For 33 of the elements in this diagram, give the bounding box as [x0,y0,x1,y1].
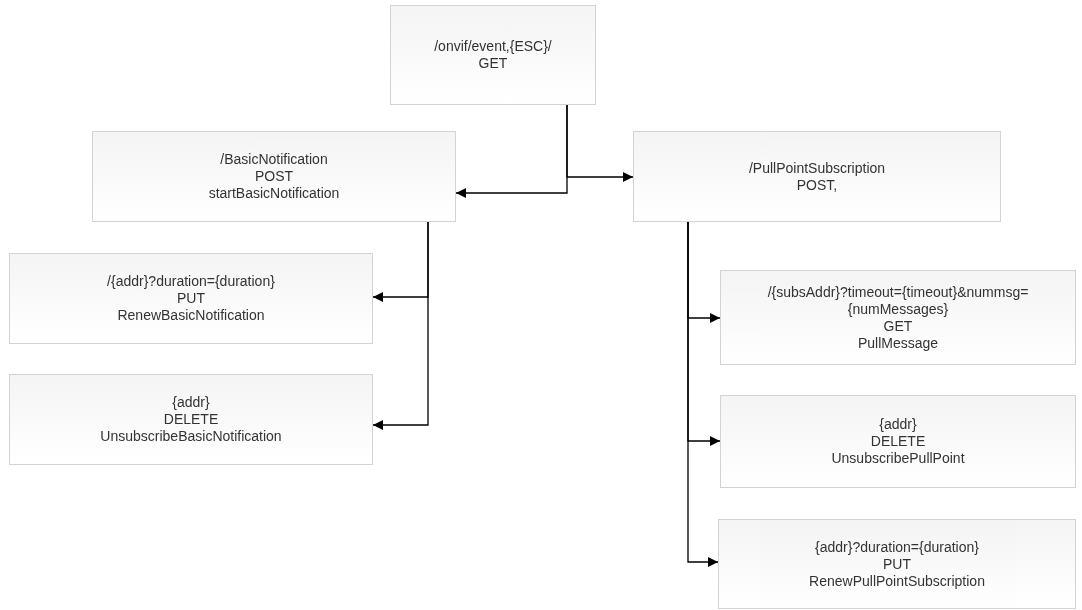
connector-arrow [372,221,429,430]
endpoint-box [633,131,1001,222]
endpoint-text: DELETE [163,411,219,428]
endpoint-text: GET [478,55,508,72]
endpoint-box [718,519,1076,609]
endpoint-text: DELETE [870,433,926,450]
endpoint-text: RenewBasicNotification [117,307,265,324]
endpoint-text: /{subsAddr}?timeout={timeout}&nummsg={numMessages} [766,283,1030,318]
endpoint-text: {addr}?duration={duration} [815,538,979,556]
endpoint-text: GET [883,317,913,335]
endpoint-box [9,253,373,344]
endpoint-text: /PullPointSubscription [748,159,886,177]
endpoint-text: /BasicNotification [220,151,328,168]
endpoint-text: PUT [177,290,205,307]
endpoint-text: startBasicNotification [208,185,340,202]
endpoint-text: RenewPullPointSubscription [809,572,985,590]
endpoint-box [390,5,596,105]
endpoint-box [720,270,1076,365]
endpoint-text: {addr} [879,416,917,433]
endpoint-box [9,374,373,465]
endpoint-text: POST, [796,176,838,194]
endpoint-text: /{addr}?duration={duration} [107,273,275,290]
endpoint-box [92,131,456,222]
endpoint-box [720,395,1076,488]
endpoint-text: PullMessage [857,334,939,352]
connector-arrow [687,221,719,567]
endpoint-text: {addr} [172,394,210,411]
endpoint-text: POST [254,168,294,185]
endpoint-text: PUT [883,555,911,573]
endpoint-text: UnsubscribePullPoint [831,450,965,467]
endpoint-text: UnsubscribeBasicNotification [100,428,282,445]
connector-arrow [566,104,634,182]
endpoint-text: /onvif/event,{ESC}/ [434,38,552,55]
